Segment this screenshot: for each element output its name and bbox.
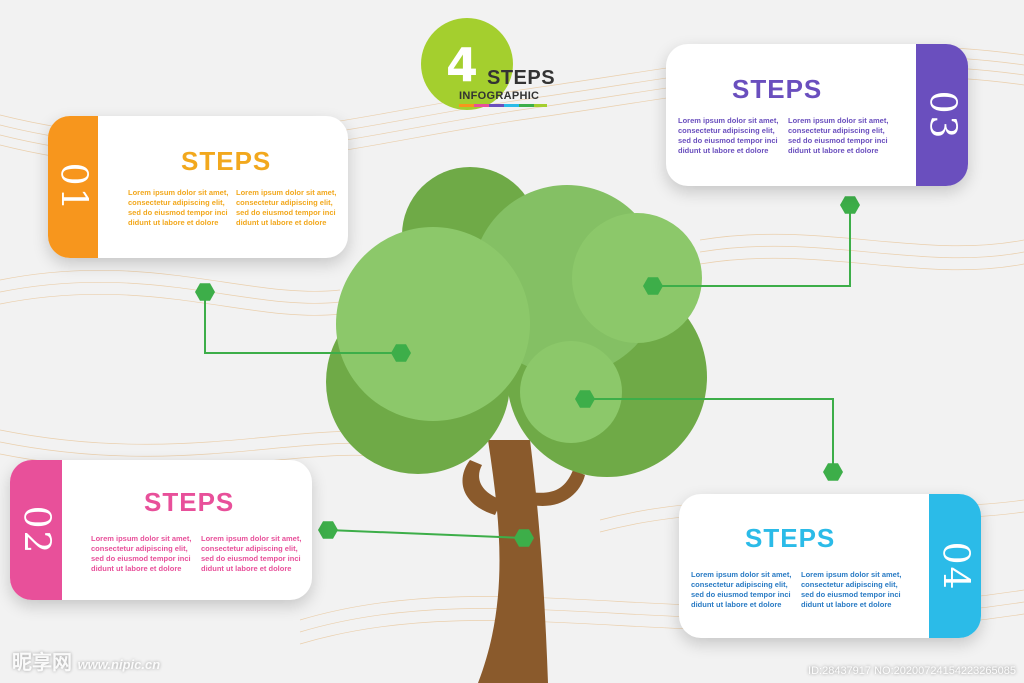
step-number-04: 04 — [934, 541, 976, 591]
step-title-03: STEPS — [732, 74, 823, 104]
step-tab-01: 01 — [48, 116, 98, 258]
node-hexagon — [575, 390, 595, 408]
node-hexagon — [823, 463, 843, 481]
step-text-04-left: Lorem ipsum dolor sit amet, consectetur … — [691, 570, 792, 609]
step-text-04-right: Lorem ipsum dolor sit amet, consectetur … — [801, 570, 902, 609]
logo-color-bar — [459, 104, 547, 107]
logo-subtitle: INFOGRAPHIC — [459, 90, 540, 102]
step-text-01-right: Lorem ipsum dolor sit amet, consectetur … — [236, 188, 337, 227]
leaf-circle-left — [336, 227, 530, 421]
connector-lines — [204, 205, 851, 539]
step-number-02: 02 — [15, 505, 57, 555]
logo-circle — [421, 18, 513, 110]
step-text-03-left: Lorem ipsum dolor sit amet, consectetur … — [678, 116, 779, 155]
watermark-site-name: 昵享网 — [12, 652, 72, 674]
leaf-circle-right — [572, 213, 702, 343]
watermark-id: ID:28437917 NO:20200724154223265085 — [808, 665, 1016, 677]
step-title-02: STEPS — [144, 487, 235, 517]
step-card-01: 01 STEPS Lorem ipsum dolor sit amet, con… — [48, 116, 348, 258]
step-text-02-left: Lorem ipsum dolor sit amet, consectetur … — [91, 534, 192, 573]
node-hexagon — [643, 277, 663, 295]
step-title-01: STEPS — [181, 146, 272, 176]
step-number-03: 03 — [921, 90, 963, 140]
tree-trunk — [462, 440, 585, 683]
node-hexagon — [318, 521, 338, 539]
step-number-01: 01 — [52, 162, 94, 212]
node-hexagon — [195, 283, 215, 301]
connector-step-01 — [204, 292, 401, 354]
node-hexagon — [391, 344, 411, 362]
node-hexagon — [514, 529, 534, 547]
step-card-03: 03 STEPS Lorem ipsum dolor sit amet, con… — [666, 44, 968, 186]
connector-step-04 — [585, 398, 834, 470]
step-title-04: STEPS — [745, 523, 836, 553]
step-text-02-right: Lorem ipsum dolor sit amet, consectetur … — [201, 534, 302, 573]
step-tab-02: 02 — [10, 460, 62, 600]
leaf-circle-small — [520, 341, 622, 443]
logo-number: 4 — [446, 38, 479, 92]
node-hexagon — [840, 196, 860, 214]
logo-title: STEPS — [487, 67, 556, 89]
step-tab-03: 03 — [916, 44, 968, 186]
step-tab-04: 04 — [929, 494, 981, 638]
step-text-01-left: Lorem ipsum dolor sit amet, consectetur … — [128, 188, 229, 227]
step-card-04: 04 STEPS Lorem ipsum dolor sit amet, con… — [679, 494, 981, 638]
tree-foliage — [326, 167, 707, 477]
step-text-03-right: Lorem ipsum dolor sit amet, consectetur … — [788, 116, 889, 155]
connector-nodes — [195, 196, 860, 547]
connector-step-03 — [653, 205, 851, 287]
watermark-url: www.nipic.cn — [77, 657, 161, 672]
step-card-02: 02 STEPS Lorem ipsum dolor sit amet, con… — [10, 460, 312, 600]
connector-step-02 — [327, 529, 525, 539]
watermark-site: 昵享网 www.nipic.cn — [12, 646, 160, 675]
